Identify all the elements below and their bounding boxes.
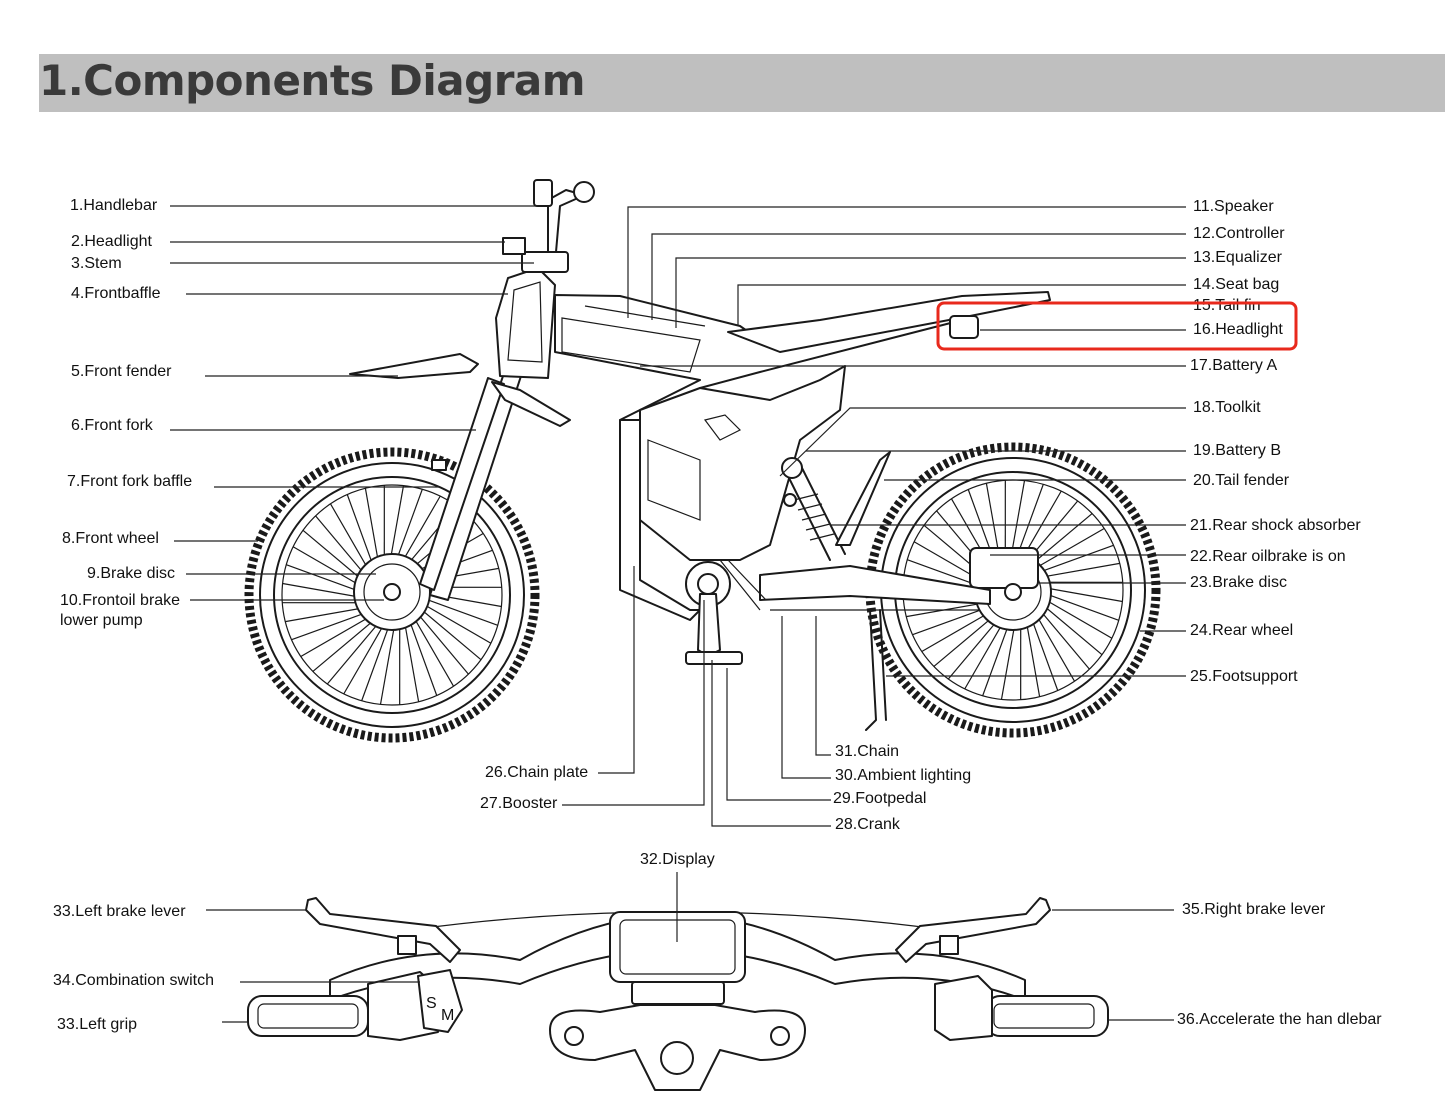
label-combination-switch: 34.Combination switch [53,972,214,989]
label-front-wheel: 8.Front wheel [62,530,159,547]
label-tail-fender: 20.Tail fender [1193,472,1290,489]
label-seat-bag: 14.Seat bag [1193,276,1279,293]
label-battery-a: 17.Battery A [1190,357,1277,374]
label-ambient-lighting: 30.Ambient lighting [835,767,971,784]
label-rear-shock: 21.Rear shock absorber [1190,517,1361,534]
label-brake-disc-rear: 23.Brake disc [1190,574,1287,591]
label-front-oil-brake-line2: lower pump [60,612,143,629]
highlight-box [936,301,1298,351]
label-stem: 3.Stem [71,255,122,272]
label-display: 32.Display [640,851,715,868]
label-handlebar: 1.Handlebar [70,197,158,214]
label-rear-wheel: 24.Rear wheel [1190,622,1293,639]
label-headlight: 2.Headlight [71,233,153,250]
bike-illustration [244,179,1161,743]
label-footpedal: 29.Footpedal [833,790,926,807]
label-front-fork: 6.Front fork [71,417,154,434]
label-front-oil-brake: 10.Frontoil brake [60,592,180,609]
page-title: 1.Components Diagram [39,56,586,105]
label-front-fork-baffle: 7.Front fork baffle [67,473,192,490]
switch-letter-m: M [441,1007,454,1024]
label-left-grip: 33.Left grip [57,1016,137,1033]
label-right-brake-lever: 35.Right brake lever [1182,901,1326,918]
label-equalizer: 13.Equalizer [1193,249,1283,266]
label-tail-fin: 15.Tail fin [1193,297,1261,314]
label-headlight-rear: 16.Headlight [1193,321,1283,338]
switch-letter-s: S [426,995,437,1012]
label-rear-oil-brake: 22.Rear oilbrake is on [1190,548,1346,565]
label-left-brake-lever: 33.Left brake lever [53,903,186,920]
label-speaker: 11.Speaker [1193,198,1274,215]
label-toolkit: 18.Toolkit [1193,399,1261,416]
label-booster: 27.Booster [480,795,558,812]
label-controller: 12.Controller [1193,225,1285,242]
front-wheel-drawing [244,447,540,743]
leader-lines [170,205,1186,1023]
label-chain-plate: 26.Chain plate [485,764,588,781]
handlebar-illustration: S M [247,897,1109,1091]
label-accelerate-handlebar: 36.Accelerate the han dlebar [1177,1011,1382,1028]
label-chain: 31.Chain [835,743,899,760]
label-frontbaffle: 4.Frontbaffle [71,285,161,302]
component-labels: 1.Handlebar 2.Headlight 3.Stem 4.Frontba… [53,197,1382,1033]
label-battery-b: 19.Battery B [1193,442,1281,459]
label-crank: 28.Crank [835,816,901,833]
label-footsupport: 25.Footsupport [1190,668,1298,685]
label-front-fender: 5.Front fender [71,363,172,380]
section-title-bar: 1.Components Diagram [39,54,1445,112]
label-brake-disc-front: 9.Brake disc [87,565,175,582]
